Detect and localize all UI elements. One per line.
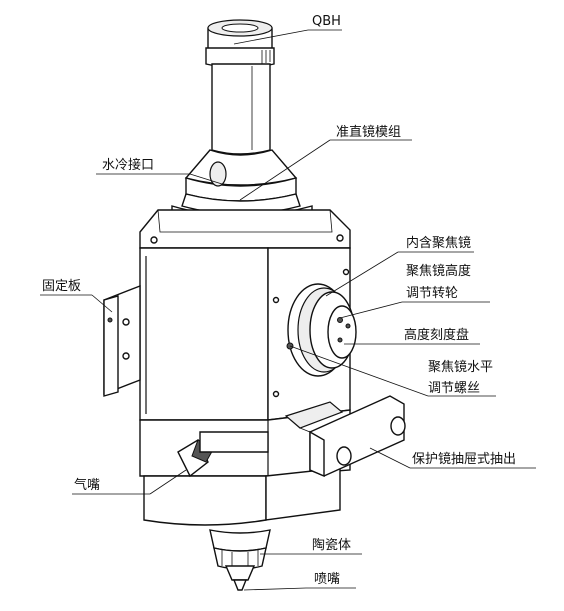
focus-height-wheel (286, 283, 357, 377)
qbh-connector (205, 19, 275, 155)
label-nozzle: 喷嘴 (314, 572, 340, 587)
label-water-inlet: 水冷接口 (102, 157, 154, 173)
label-focus-horiz-1: 聚焦镜水平 (428, 360, 493, 375)
label-focus-height-2: 调节转轮 (406, 286, 458, 301)
fixing-plate (103, 284, 141, 397)
ceramic-and-nozzle (209, 529, 271, 591)
leader-lines (40, 29, 536, 591)
label-qbh: QBH (312, 14, 341, 29)
gas-nozzle-fitting (177, 431, 269, 478)
label-focus-inside: 内含聚焦镜 (406, 235, 471, 251)
label-fixing-plate: 固定板 (42, 279, 81, 294)
label-focus-height-1: 聚焦镜高度 (406, 263, 471, 279)
label-focus-horiz-2: 调节螺丝 (428, 381, 480, 396)
label-gas-nozzle: 气嘴 (74, 477, 100, 493)
label-protect-drawer: 保护镜抽屉式抽出 (412, 452, 516, 467)
protection-drawer (284, 395, 406, 478)
label-ceramic-body: 陶瓷体 (312, 537, 351, 553)
label-collimator: 准直镜模组 (336, 125, 401, 140)
label-height-dial: 高度刻度盘 (404, 327, 469, 343)
